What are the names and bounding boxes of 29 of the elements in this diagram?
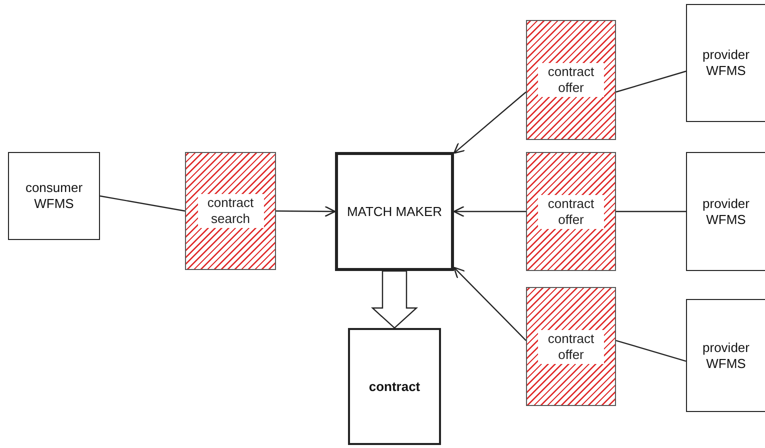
node-text: provider WFMS	[702, 340, 750, 372]
process-box	[335, 152, 454, 271]
node-text: provider WFMS	[702, 196, 750, 228]
node-text: contract offer	[538, 330, 604, 364]
arrow	[453, 266, 526, 341]
node-text: contract offer	[538, 63, 604, 97]
node-text: MATCH MAKER	[346, 204, 442, 220]
hatched-box	[526, 152, 616, 271]
process-box	[686, 4, 765, 122]
process-box	[348, 328, 441, 445]
connector-line	[616, 340, 686, 362]
block-arrow	[370, 270, 418, 329]
connector-line	[100, 195, 186, 212]
node-text: provider WFMS	[702, 47, 750, 79]
connector-line	[616, 70, 686, 93]
hatched-box	[526, 20, 616, 140]
node-text: contract search	[198, 194, 264, 228]
arrow	[276, 206, 336, 218]
process-box	[686, 299, 765, 412]
node-text: contract offer	[538, 194, 604, 228]
connector-line	[616, 210, 686, 212]
node-text: consumer WFMS	[24, 180, 84, 212]
process-box	[8, 152, 100, 240]
arrow	[453, 206, 526, 218]
hatched-box	[526, 287, 616, 406]
arrow	[453, 92, 526, 154]
hatched-box	[185, 152, 276, 270]
process-box	[686, 152, 765, 271]
node-text: contract	[368, 378, 420, 394]
